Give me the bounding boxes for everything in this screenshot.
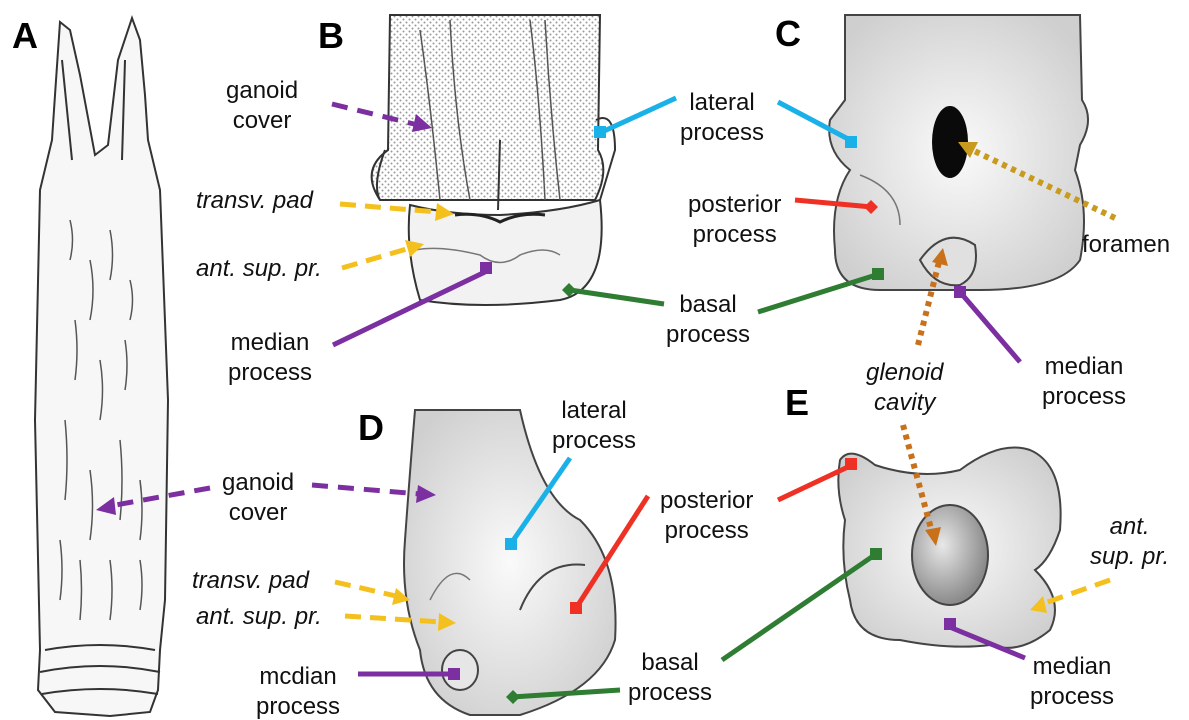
label-d-transv-pad: transv. pad — [192, 566, 309, 596]
marker-b-median — [480, 262, 492, 274]
marker-c-basal — [872, 268, 884, 280]
scale-b-drawing — [372, 15, 615, 305]
scale-c-drawing — [829, 15, 1088, 290]
label-d-ant-sup-pr: ant. sup. pr. — [196, 602, 322, 632]
marker-d-lateral — [505, 538, 517, 550]
label-c-median-process: median process — [1042, 352, 1126, 412]
label-b-ant-sup-pr: ant. sup. pr. — [196, 254, 322, 284]
label-basal-process-bc: basal process — [666, 290, 750, 350]
label-b-median-process: median process — [228, 328, 312, 388]
scale-e-drawing — [838, 448, 1060, 648]
arrow-b-ant-sup — [342, 248, 410, 268]
panel-label-e: E — [785, 385, 809, 421]
label-e-median-process: median process — [1030, 652, 1114, 712]
arrow-d-ganoid — [312, 485, 420, 494]
panel-label-d: D — [358, 410, 384, 446]
label-lateral-process-bc: lateral process — [680, 88, 764, 148]
label-d-lateral-process: lateral process — [552, 396, 636, 456]
label-d-median-process: mcdian process — [256, 662, 340, 720]
arrow-b-lateral — [602, 98, 676, 132]
label-glenoid-cavity: glenoid cavity — [866, 358, 943, 418]
label-de-basal-process: basal process — [628, 648, 712, 708]
arrow-d-transv-pad — [335, 582, 396, 596]
arrow-e-ant-sup — [1042, 580, 1110, 604]
marker-e-median — [944, 618, 956, 630]
panel-label-a: A — [12, 18, 38, 54]
marker-c-median — [954, 286, 966, 298]
marker-b-lateral — [594, 126, 606, 138]
label-c-foramen: foramen — [1082, 230, 1170, 260]
scale-a-drawing — [35, 18, 168, 716]
label-de-posterior-process: posterior process — [660, 486, 753, 546]
marker-e-basal — [870, 548, 882, 560]
marker-e-posterior — [845, 458, 857, 470]
panel-label-c: C — [775, 16, 801, 52]
label-e-ant-sup-pr: ant. sup. pr. — [1090, 512, 1169, 572]
label-ad-ganoid-cover: ganoid cover — [222, 468, 294, 528]
label-c-posterior-process: posterior process — [688, 190, 781, 250]
marker-c-lateral — [845, 136, 857, 148]
arrow-b-basal — [570, 290, 664, 304]
marker-d-posterior — [570, 602, 582, 614]
arrow-c-basal — [758, 275, 876, 312]
arrow-c-median — [960, 292, 1020, 362]
marker-d-median — [448, 668, 460, 680]
arrow-b-median — [333, 272, 485, 345]
label-b-ganoid-cover: ganoid cover — [226, 76, 298, 136]
panel-label-b: B — [318, 18, 344, 54]
label-b-transv-pad: transv. pad — [196, 186, 313, 216]
